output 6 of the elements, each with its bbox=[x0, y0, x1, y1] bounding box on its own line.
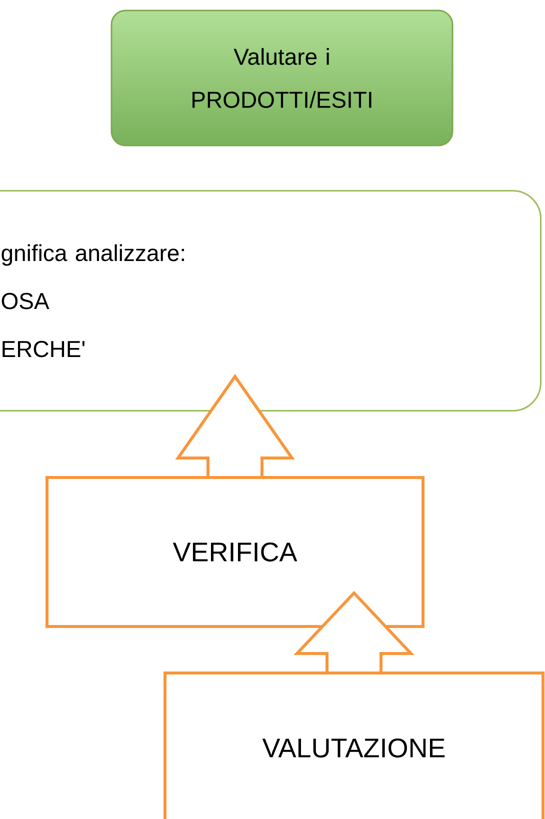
process-box: VERIFICA bbox=[46, 476, 424, 628]
block-arrow bbox=[294, 590, 414, 673]
process-box: Valutare i PRODOTTI/ESITI bbox=[110, 10, 454, 146]
block-arrow bbox=[175, 374, 295, 478]
process-box: VALUTAZIONE bbox=[164, 672, 544, 819]
text-box: gnifica analizzare: OSA ERCHE' bbox=[0, 190, 542, 412]
